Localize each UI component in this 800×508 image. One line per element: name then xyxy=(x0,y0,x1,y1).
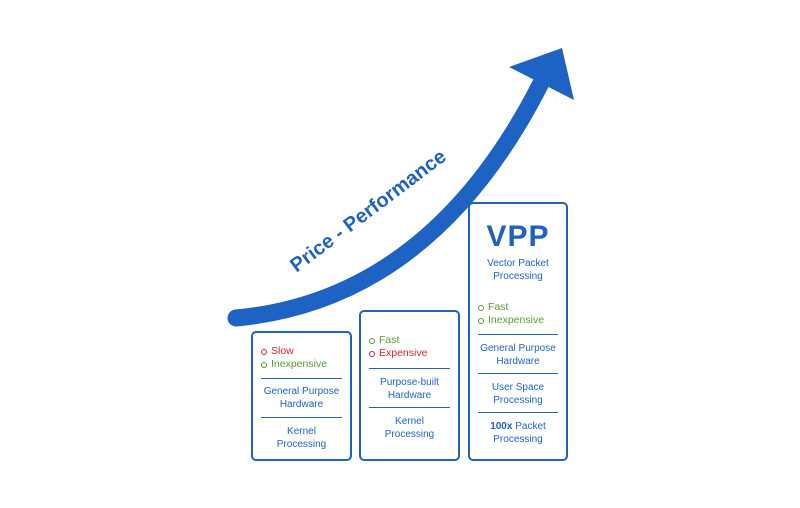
bullet-icon xyxy=(261,361,267,368)
bullet-icon xyxy=(261,348,267,355)
divider xyxy=(478,334,558,335)
bullet-icon xyxy=(369,350,375,357)
divider xyxy=(369,368,450,369)
attr-expensive: Expensive xyxy=(369,347,427,360)
bullet-icon xyxy=(478,317,484,324)
arrow-shaft xyxy=(227,76,549,327)
attr-inexpensive: Inexpensive xyxy=(478,314,544,327)
arrow-label: Price - Performance xyxy=(286,146,450,277)
divider xyxy=(261,378,342,379)
attr-fast: Fast xyxy=(478,301,544,314)
divider xyxy=(478,373,558,374)
divider xyxy=(478,412,558,413)
attr-slow: Slow xyxy=(261,345,327,358)
divider xyxy=(261,417,342,418)
arrowhead xyxy=(509,48,574,100)
attr-inexpensive: Inexpensive xyxy=(261,358,327,371)
bullet-icon xyxy=(369,337,375,344)
bullet-icon xyxy=(478,304,484,311)
packet-processing-label: 100x Packet Processing xyxy=(490,421,546,445)
attr-fast: Fast xyxy=(369,334,427,347)
vpp-title: VPP xyxy=(486,220,550,253)
divider xyxy=(369,407,450,408)
